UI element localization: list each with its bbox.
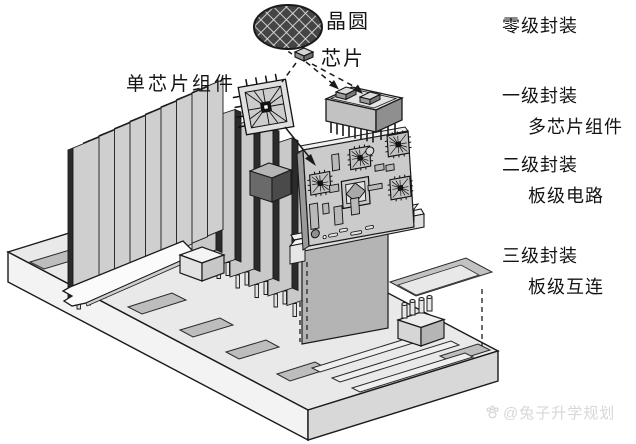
level-2-block: 二级封装 板级电路: [502, 151, 604, 208]
level-1-block: 一级封装 多芯片组件: [502, 82, 623, 139]
rack-module-illustration: [248, 162, 293, 203]
level-1-subtitle: 多芯片组件: [528, 117, 623, 137]
level-3-subtitle: 板级互连: [528, 277, 604, 297]
pcb-board-illustration: [288, 126, 425, 345]
level-3-title: 三级封装: [502, 246, 578, 266]
single-chip-module-label: 单芯片组件: [126, 74, 237, 95]
die-illustration: [293, 47, 315, 62]
mcm-die-2: [358, 91, 382, 106]
paw-logo-icon: [486, 405, 499, 419]
watermark: @兔子升学规划: [485, 402, 615, 423]
wafer-illustration: [253, 4, 323, 50]
arrowhead-to-board: [305, 154, 316, 166]
level-0-title: 零级封装: [502, 16, 578, 36]
arrowhead-to-mcm-die1: [329, 80, 339, 90]
single-chip-module-illustration: [232, 73, 316, 166]
wafer-label: 晶圆: [326, 11, 370, 33]
card-rack-left-illustration: [67, 78, 224, 301]
level-3-block: 三级封装 板级互连: [502, 242, 604, 299]
level-2-subtitle: 板级电路: [528, 186, 604, 206]
watermark-text: @兔子升学规划: [503, 405, 616, 422]
level-0-block: 零级封装: [502, 12, 578, 43]
level-2-title: 二级封装: [502, 155, 578, 175]
multi-chip-module-illustration: [323, 86, 405, 143]
die-label: 芯片: [321, 48, 365, 70]
insertion-arrow-illustration: [61, 240, 226, 307]
edge-connector-illustration: [396, 295, 446, 347]
level-1-title: 一级封装: [502, 86, 578, 106]
arrowhead-to-mcm-die2: [353, 84, 363, 94]
